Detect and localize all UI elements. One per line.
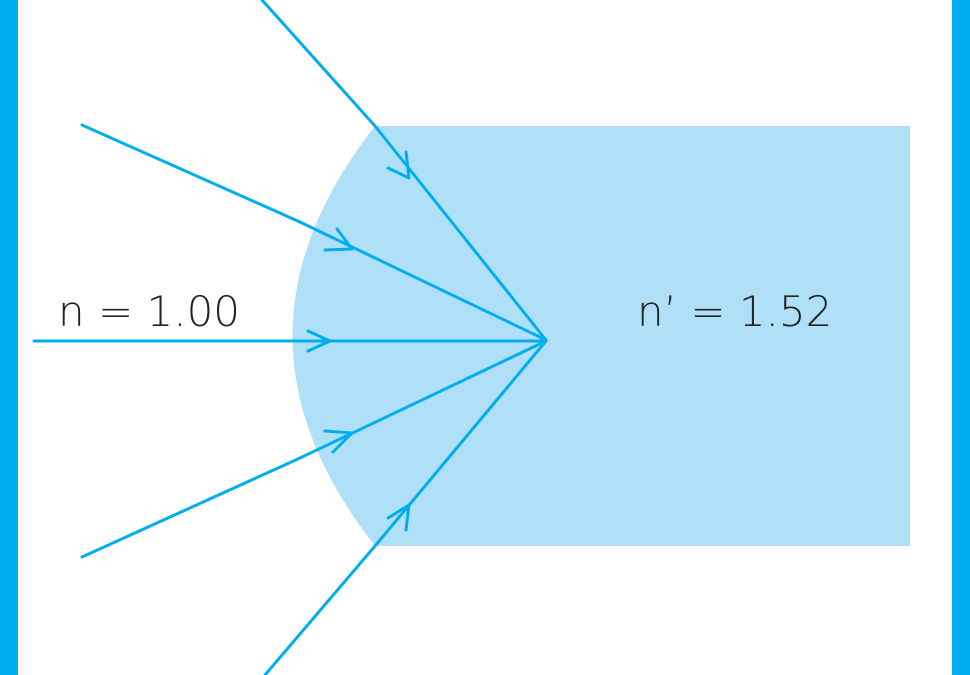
ray-group — [32, 0, 548, 675]
ray-4-refracted — [298, 339, 548, 460]
ray-5-incident — [263, 544, 377, 675]
left-medium-label: n = 1.00 — [58, 287, 240, 336]
ray-1-refracted — [373, 124, 548, 342]
ray-4-incident — [80, 456, 302, 559]
ray-1-arrowhead — [386, 150, 411, 180]
frame-left-bar — [0, 0, 18, 675]
ray-2-incident — [80, 123, 302, 224]
ray-5 — [263, 339, 548, 675]
ray-2 — [80, 123, 548, 342]
ray-5-arrowhead — [386, 503, 411, 532]
ray-3-arrowhead — [306, 329, 332, 353]
ray-4 — [80, 339, 548, 559]
glass-block — [292, 126, 910, 546]
ray-5-refracted — [373, 339, 548, 548]
ray-1 — [260, 0, 548, 342]
ray-2-arrowhead — [323, 227, 354, 252]
ray-2-refracted — [298, 220, 548, 342]
ray-3 — [32, 329, 548, 353]
ray-4-arrowhead — [323, 429, 354, 454]
right-medium-label: n’ = 1.52 — [637, 287, 832, 336]
ray-1-incident — [260, 0, 377, 128]
frame-right-bar — [952, 0, 970, 675]
